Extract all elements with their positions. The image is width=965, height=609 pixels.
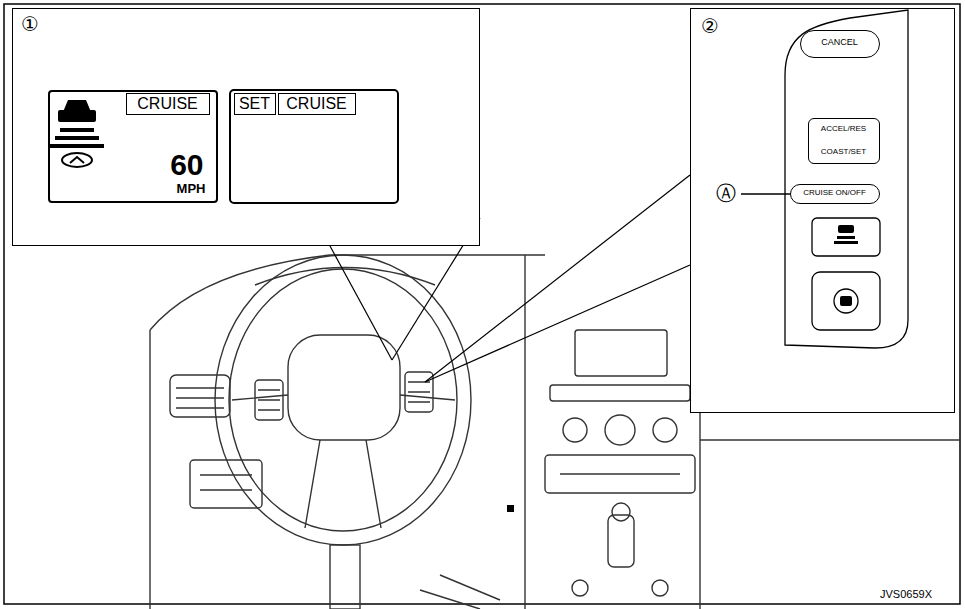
air-vent: [170, 375, 230, 417]
car-body: [838, 225, 854, 233]
knob: [653, 418, 677, 442]
leader-line: [741, 193, 790, 194]
shift-lever: [608, 515, 634, 567]
gauge-hood: [255, 268, 435, 286]
indicator-badge: CRUISE: [278, 93, 356, 115]
node-text: COAST/SET: [809, 148, 879, 157]
leader-line: [330, 246, 392, 360]
node-text: MPH: [177, 182, 206, 196]
frame: [4, 4, 960, 604]
car-body: [58, 110, 96, 122]
switch-button: CRUISE ON/OFF: [790, 184, 880, 204]
own-car-mark: [62, 153, 92, 167]
switch-lines: [200, 475, 252, 490]
distance-button: [812, 218, 880, 256]
callout-panel: ② CANCEL ACCEL/RES COAST/SET CRUISE ON/OFF: [690, 8, 955, 413]
figure-code: JVS0659X: [880, 588, 932, 600]
knob: [572, 580, 588, 596]
node-text: CRUISE: [279, 95, 355, 113]
node-text: 60: [170, 148, 203, 181]
knob: [563, 418, 587, 442]
node-text: ACCEL/RES: [809, 125, 879, 134]
knob: [605, 415, 635, 445]
switch-button: CANCEL: [800, 30, 880, 58]
switch-housing: [785, 10, 908, 348]
button-row: [545, 455, 695, 493]
steering-wheel-rim: [215, 255, 471, 545]
steering-wheel-rim: [229, 269, 457, 531]
console-edge: [699, 413, 700, 609]
switch-lines: [258, 382, 430, 410]
shift-knob: [612, 503, 630, 521]
node-text: CRUISE: [127, 95, 209, 113]
radar-wave: [50, 144, 104, 148]
distance-icon: [834, 225, 858, 306]
node-text: SET: [235, 95, 275, 113]
leader-line: [425, 265, 690, 382]
radar-wave: [55, 136, 99, 140]
nav-screen: [575, 330, 667, 376]
display-screen: 60MPH CRUISE: [48, 90, 218, 203]
dash-top: [150, 255, 545, 330]
dash-left: [149, 330, 150, 609]
chevron: [70, 157, 84, 163]
pedal-line: [420, 575, 500, 609]
lane-symbol: [834, 289, 858, 313]
small-mark: [507, 505, 514, 512]
airbag-hub: [288, 335, 400, 440]
node-text: ①: [21, 13, 39, 35]
cruise-icon: [50, 100, 104, 167]
radar-wave: [834, 241, 858, 244]
panel-background: [12, 8, 480, 246]
wheel-spoke: [232, 395, 455, 528]
switch-panel: [741, 10, 908, 348]
steering-column: [330, 545, 360, 609]
node-text: CANCEL: [801, 38, 879, 48]
node-text: ②: [701, 15, 719, 37]
display-screen: [230, 90, 398, 203]
panel-background: [690, 8, 955, 413]
knob: [652, 580, 668, 596]
indicator-badge: CRUISE: [126, 93, 210, 115]
vent-slats: [176, 388, 224, 408]
button-line: [560, 473, 680, 474]
console-edge: [524, 255, 525, 609]
radar-wave: [60, 128, 94, 132]
radar-wave: [837, 236, 855, 239]
lane-button: [812, 272, 880, 330]
rocker-switch: ACCEL/RES COAST/SET: [808, 118, 880, 164]
lane-symbol-center: [840, 296, 852, 306]
air-vent: [550, 385, 690, 401]
callout-panel: ①60MPHCRUISESETCRUISE: [12, 8, 480, 246]
dash-line: [700, 439, 960, 440]
node-text: CRUISE ON/OFF: [791, 189, 879, 198]
indicator-badge: SET: [234, 93, 276, 115]
callout-letter: Ⓐ: [716, 182, 736, 204]
